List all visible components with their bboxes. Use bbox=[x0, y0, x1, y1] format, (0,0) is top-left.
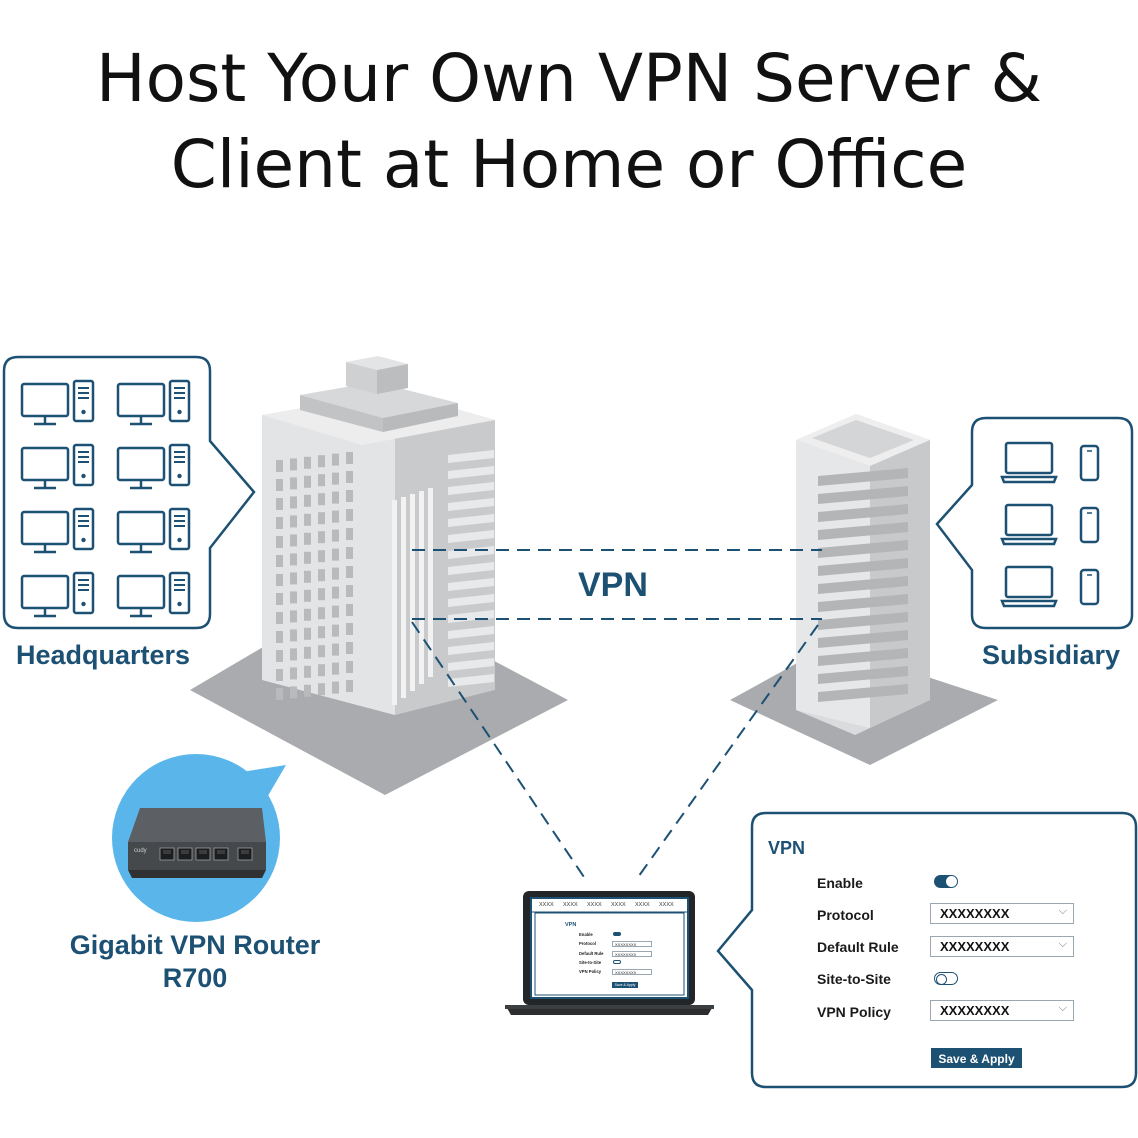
vpn-tunnel-label: VPN bbox=[578, 566, 648, 604]
enable-label: Enable bbox=[817, 875, 863, 891]
toggle-knob bbox=[946, 876, 957, 887]
laptop-icon bbox=[505, 891, 714, 1015]
router-brand-label: cudy bbox=[134, 848, 147, 854]
desktop-computer-icon bbox=[20, 571, 95, 618]
laptop-icon bbox=[1000, 503, 1058, 546]
enable-toggle[interactable] bbox=[934, 875, 958, 888]
site-to-site-toggle[interactable] bbox=[934, 972, 958, 985]
desktop-computer-icon bbox=[20, 507, 95, 554]
headquarters-label: Headquarters bbox=[16, 640, 191, 670]
default-rule-select[interactable]: XXXXXXXX ⌵ bbox=[930, 936, 1074, 957]
laptop-menu-item: XXXX bbox=[659, 902, 674, 908]
laptop-menu-item: XXXX bbox=[539, 902, 554, 908]
laptop-save-button: Save & Apply bbox=[612, 982, 638, 988]
desktop-computer-icon bbox=[116, 507, 191, 554]
laptop-icon bbox=[1000, 441, 1058, 484]
chevron-down-icon: ⌵ bbox=[1058, 1002, 1067, 1014]
laptop-row-label: Site-to-Site bbox=[579, 960, 602, 965]
desktop-computer-icon bbox=[20, 379, 95, 426]
toggle-knob bbox=[936, 973, 947, 985]
laptop-row-label: VPN Policy bbox=[579, 969, 602, 974]
laptop-screen-title: VPN bbox=[565, 922, 577, 928]
router-model-label: R700 bbox=[162, 963, 228, 993]
default-rule-label: Default Rule bbox=[817, 939, 899, 955]
laptop-row-label: Enable bbox=[579, 932, 593, 937]
hq-laptop-link-line bbox=[411, 621, 587, 881]
subsidiary-building-icon bbox=[796, 414, 930, 735]
title-line-2: Client at Home or Office bbox=[170, 126, 968, 203]
desktop-computer-icon bbox=[116, 443, 191, 490]
save-apply-button[interactable]: Save & Apply bbox=[931, 1048, 1022, 1068]
router-name-label: Gigabit VPN Router bbox=[69, 930, 321, 960]
settings-panel-title: VPN bbox=[768, 838, 806, 858]
smartphone-icon bbox=[1079, 506, 1100, 544]
smartphone-icon bbox=[1079, 568, 1100, 606]
subsidiary-callout bbox=[935, 416, 1134, 630]
site-to-site-label: Site-to-Site bbox=[817, 971, 891, 987]
chevron-down-icon: ⌵ bbox=[1058, 938, 1067, 950]
title-line-1: Host Your Own VPN Server & bbox=[95, 40, 1043, 117]
desktop-computer-icon bbox=[116, 379, 191, 426]
subsidiary-label: Subsidiary bbox=[982, 640, 1121, 670]
laptop-protocol-select: XXXXXXXX bbox=[612, 941, 652, 947]
smartphone-icon bbox=[1079, 444, 1100, 482]
default-rule-select-value: XXXXXXXX bbox=[940, 939, 1010, 954]
laptop-menu-item: XXXX bbox=[587, 902, 602, 908]
headquarters-callout bbox=[2, 355, 256, 630]
laptop-menu-item: XXXX bbox=[611, 902, 626, 908]
laptop-site-to-site-toggle bbox=[613, 960, 621, 964]
desktop-computer-icon bbox=[116, 571, 191, 618]
laptop-default-rule-select: XXXXXXXX bbox=[612, 951, 652, 957]
protocol-select-value: XXXXXXXX bbox=[940, 906, 1010, 921]
laptop-row-label: Protocol bbox=[579, 941, 596, 946]
laptop-icon bbox=[1000, 565, 1058, 608]
chevron-down-icon: ⌵ bbox=[1058, 905, 1067, 917]
laptop-menu-item: XXXX bbox=[635, 902, 650, 908]
router-icon: cudy bbox=[128, 808, 266, 878]
vpn-policy-select[interactable]: XXXXXXXX ⌵ bbox=[930, 1000, 1074, 1021]
protocol-label: Protocol bbox=[817, 907, 874, 923]
desktop-computer-icon bbox=[20, 443, 95, 490]
vpn-policy-label: VPN Policy bbox=[817, 1004, 891, 1020]
protocol-select[interactable]: XXXXXXXX ⌵ bbox=[930, 903, 1074, 924]
laptop-vpn-policy-select: XXXXXXXX bbox=[612, 969, 652, 975]
vpn-policy-select-value: XXXXXXXX bbox=[940, 1003, 1010, 1018]
laptop-enable-toggle bbox=[613, 932, 621, 936]
headquarters-building-icon bbox=[262, 356, 495, 715]
laptop-menu-item: XXXX bbox=[563, 902, 578, 908]
sub-laptop-link-line bbox=[635, 624, 819, 881]
laptop-row-label: Default Rule bbox=[579, 951, 604, 956]
